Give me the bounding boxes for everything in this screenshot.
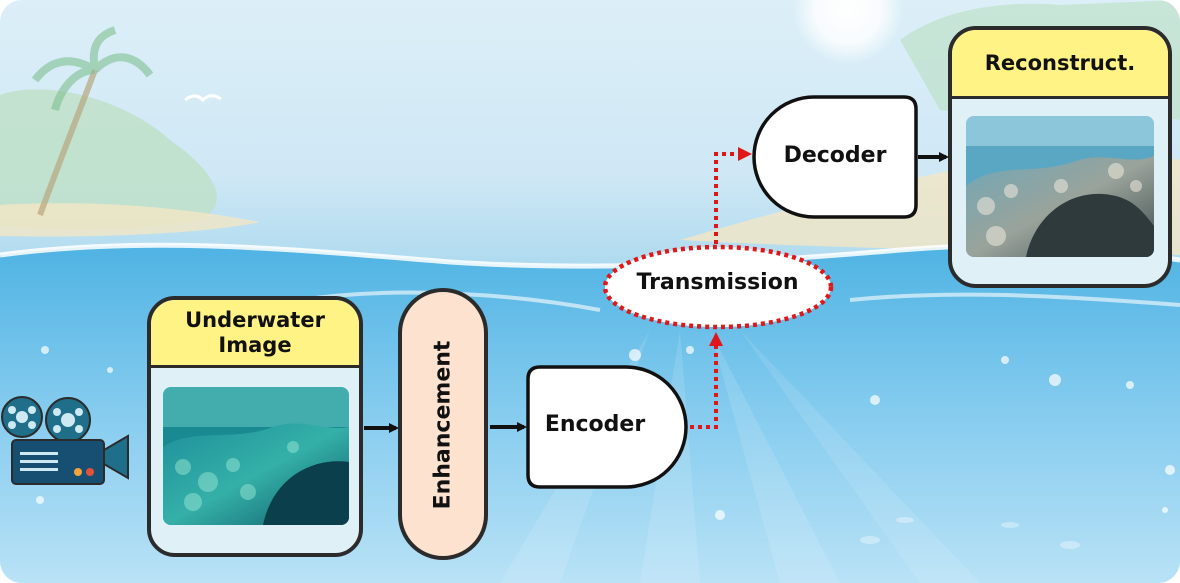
encoder-label: Encoder bbox=[544, 412, 646, 437]
reconstruct-card: Reconstruct. bbox=[948, 26, 1172, 288]
transmission-channel bbox=[602, 244, 834, 330]
enhancement-block bbox=[398, 288, 488, 560]
enhancement-label: Enhancement bbox=[430, 340, 456, 510]
transmission-label: Transmission bbox=[636, 270, 799, 295]
underwater-coral-photo bbox=[163, 387, 349, 525]
underwater-image-card: Underwater Image bbox=[147, 296, 363, 557]
decoder-label: Decoder bbox=[783, 143, 887, 168]
encoder-block bbox=[526, 365, 688, 489]
decoder-block bbox=[752, 95, 918, 219]
reconstructed-coral-photo bbox=[966, 116, 1154, 257]
underwater-image-header: Underwater Image bbox=[151, 300, 359, 368]
film-camera-icon bbox=[1, 396, 129, 485]
reconstruct-header: Reconstruct. bbox=[952, 30, 1168, 99]
reconstruct-label: Reconstruct. bbox=[984, 50, 1136, 75]
underwater-image-label: Underwater Image bbox=[185, 308, 325, 357]
